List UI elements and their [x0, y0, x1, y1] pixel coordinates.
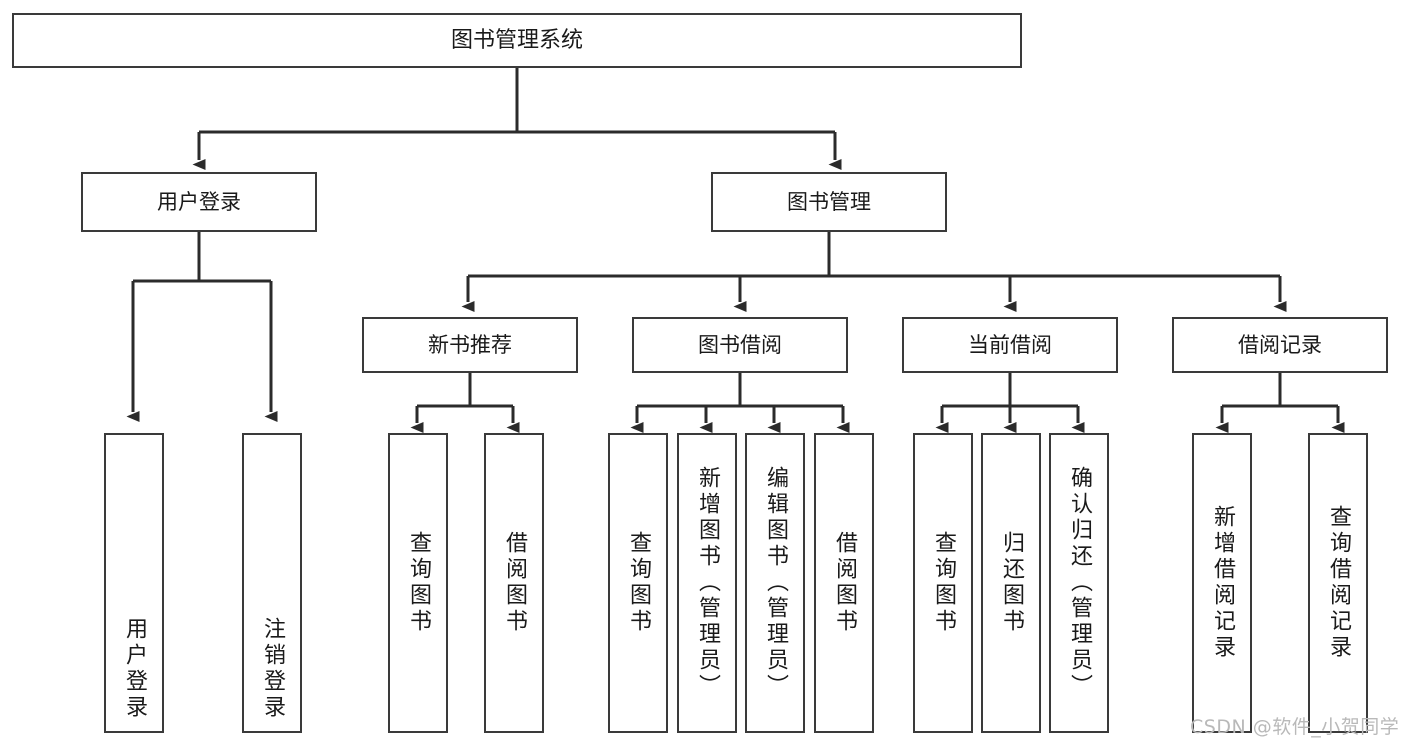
leaf-borrow-book-recommend[interactable]: 借阅图书 [484, 433, 544, 733]
node-label: 注销登录 [260, 617, 285, 721]
node-label: 新增借阅记录 [1210, 505, 1235, 661]
node-label: 新增图书（管理员） [695, 466, 720, 700]
leaf-query-borrow-record[interactable]: 查询借阅记录 [1308, 433, 1368, 733]
node-borrow-record[interactable]: 借阅记录 [1172, 317, 1388, 373]
node-label: 查询图书 [406, 531, 431, 635]
watermark: CSDN @软件_小贺同学 [1190, 716, 1400, 738]
leaf-confirm-return-admin[interactable]: 确认归还（管理员） [1049, 433, 1109, 733]
node-label: 查询图书 [931, 531, 956, 635]
node-label: 图书管理系统 [450, 27, 583, 53]
node-label: 借阅图书 [502, 531, 527, 635]
leaf-add-book-admin[interactable]: 新增图书（管理员） [677, 433, 737, 733]
leaf-borrow-book[interactable]: 借阅图书 [814, 433, 874, 733]
node-label: 图书管理 [787, 189, 871, 214]
node-label: 借阅图书 [832, 531, 857, 635]
leaf-logout[interactable]: 注销登录 [242, 433, 302, 733]
node-label: 用户登录 [157, 189, 241, 214]
leaf-add-borrow-record[interactable]: 新增借阅记录 [1192, 433, 1252, 733]
node-label: 图书借阅 [698, 332, 782, 357]
leaf-query-book-recommend[interactable]: 查询图书 [388, 433, 448, 733]
node-label: 编辑图书（管理员） [763, 466, 788, 700]
node-book-borrow[interactable]: 图书借阅 [632, 317, 848, 373]
node-label: 用户登录 [122, 617, 147, 721]
node-current-borrow[interactable]: 当前借阅 [902, 317, 1118, 373]
leaf-user-login[interactable]: 用户登录 [104, 433, 164, 733]
leaf-query-book-borrow[interactable]: 查询图书 [608, 433, 668, 733]
node-label: 查询图书 [626, 531, 651, 635]
node-label: 确认归还（管理员） [1067, 466, 1092, 700]
node-new-book-recommend[interactable]: 新书推荐 [362, 317, 578, 373]
leaf-return-book[interactable]: 归还图书 [981, 433, 1041, 733]
node-label: 借阅记录 [1238, 332, 1322, 357]
node-label: 新书推荐 [428, 332, 512, 357]
node-root-system[interactable]: 图书管理系统 [12, 13, 1022, 68]
leaf-query-book-current[interactable]: 查询图书 [913, 433, 973, 733]
node-label: 查询借阅记录 [1326, 505, 1351, 661]
node-book-management[interactable]: 图书管理 [711, 172, 947, 232]
leaf-edit-book-admin[interactable]: 编辑图书（管理员） [745, 433, 805, 733]
node-label: 当前借阅 [968, 332, 1052, 357]
node-label: 归还图书 [999, 531, 1024, 635]
node-user-login[interactable]: 用户登录 [81, 172, 317, 232]
